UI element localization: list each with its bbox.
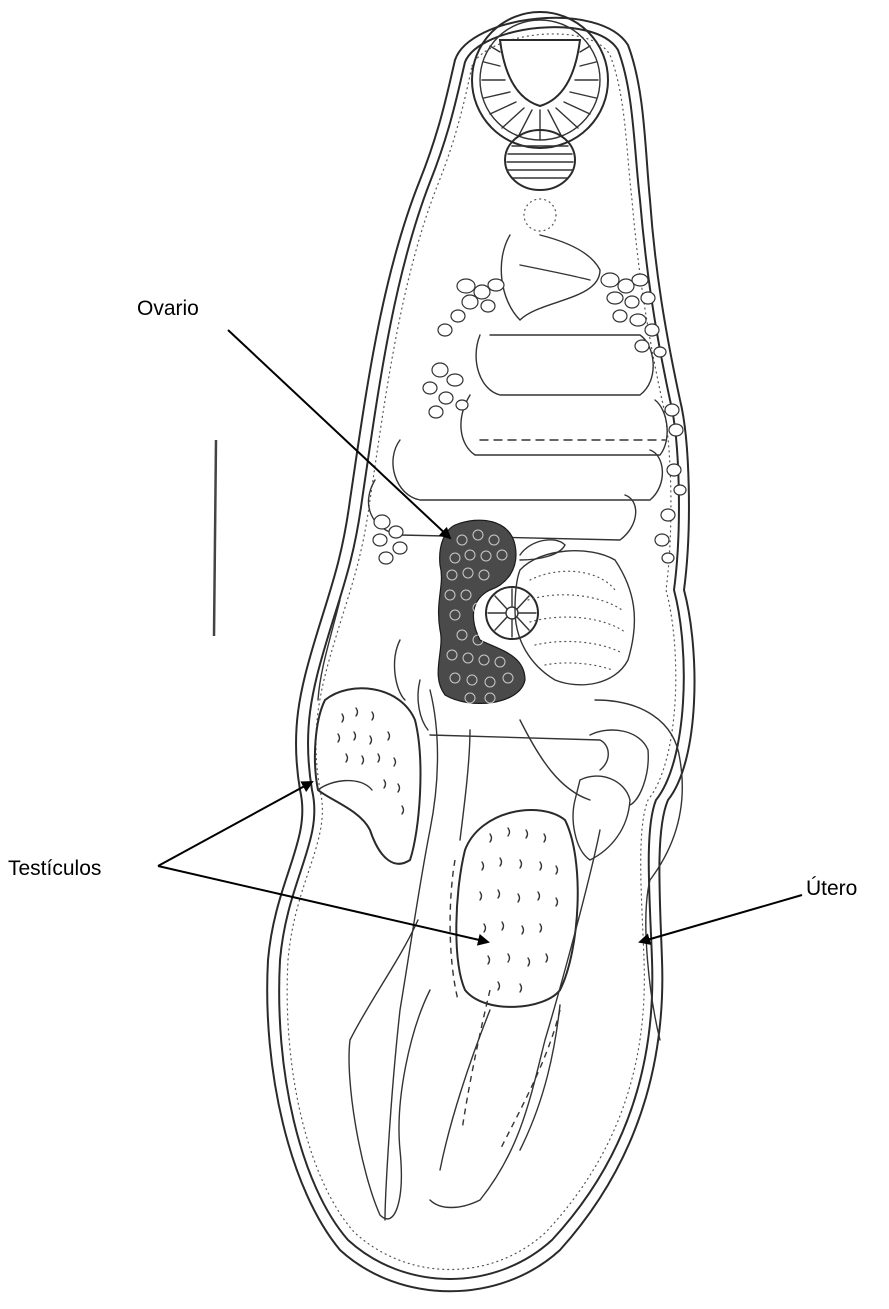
ovary [438,520,525,703]
arrow-testis-right [158,866,488,942]
uterus [573,700,682,1040]
testis-left [315,688,421,863]
ventral-sucker [486,587,538,639]
label-testes: Testículos [8,857,101,880]
label-ovary: Ovario [137,297,199,320]
arrow-ovary [228,330,450,538]
label-uterus: Útero [806,877,857,900]
arrow-uterus [640,895,802,942]
excretory-canal [462,990,560,1150]
testis-right [450,810,578,1007]
scale-bar [214,440,216,636]
genital-pore [524,199,556,231]
arrow-testis-left [158,782,312,866]
oral-sucker [472,12,608,148]
